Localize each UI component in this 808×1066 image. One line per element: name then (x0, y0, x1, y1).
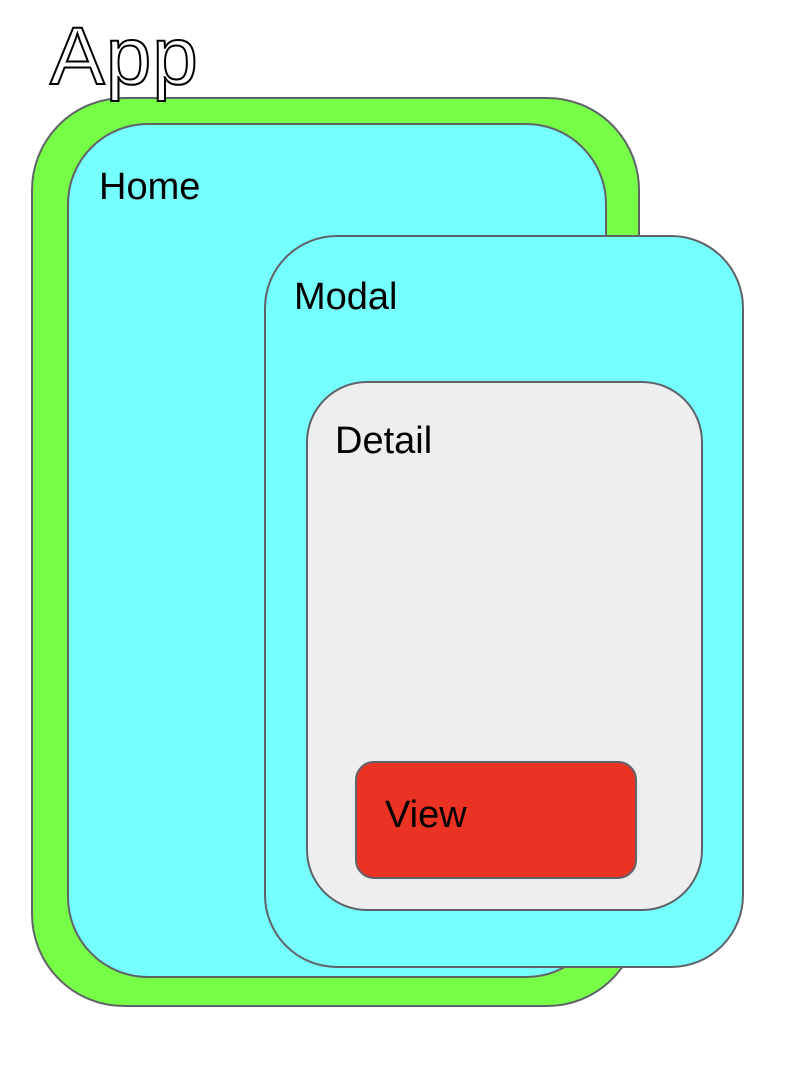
detail-label: Detail (335, 420, 433, 462)
modal-label: Modal (294, 276, 398, 318)
view-label: View (385, 794, 467, 836)
app-title: App (49, 11, 199, 102)
home-label: Home (99, 166, 201, 208)
view-container (355, 761, 637, 879)
